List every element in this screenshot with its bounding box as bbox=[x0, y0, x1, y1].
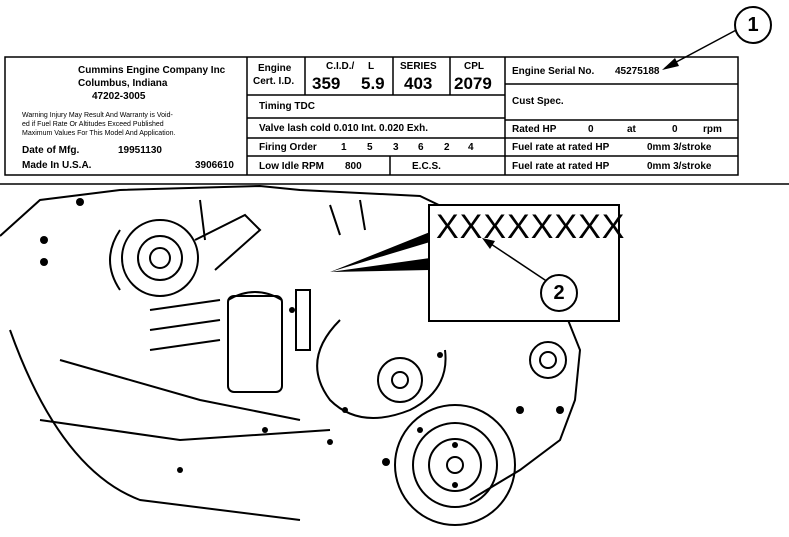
date-label: Date of Mfg. bbox=[22, 145, 80, 156]
warning-line-3: Maximum Values For This Model And Applic… bbox=[22, 130, 176, 137]
cpl-label: CPL bbox=[464, 61, 484, 72]
cert-id-label: Cert. I.D. bbox=[253, 76, 295, 87]
engine-label: Engine bbox=[258, 63, 292, 74]
company-name: Cummins Engine Company Inc bbox=[78, 65, 226, 76]
firing-order-3: 3 bbox=[393, 142, 399, 153]
made-label: Made In U.S.A. bbox=[22, 160, 92, 171]
firing-order-label: Firing Order bbox=[259, 142, 317, 153]
engine-dataplate bbox=[4, 56, 739, 176]
rated-hp-label: Rated HP bbox=[512, 124, 557, 135]
callout-2: 2 bbox=[540, 274, 578, 312]
low-idle-label: Low Idle RPM bbox=[259, 161, 324, 172]
ecs-label: E.C.S. bbox=[412, 161, 441, 172]
firing-order-2: 5 bbox=[367, 142, 373, 153]
rpm-value: 0 bbox=[672, 124, 678, 135]
firing-order-6: 4 bbox=[468, 142, 474, 153]
warning-line-1: Warning Injury May Result And Warranty i… bbox=[22, 112, 173, 119]
firing-order-5: 2 bbox=[444, 142, 450, 153]
serial-stamp-zoom-box bbox=[428, 204, 620, 322]
company-city: Columbus, Indiana bbox=[78, 78, 168, 89]
low-idle-value: 800 bbox=[345, 161, 362, 172]
series-label: SERIES bbox=[400, 61, 437, 72]
fuel-rate-value-2: 0mm 3/stroke bbox=[647, 161, 712, 172]
fuel-rate-value-1: 0mm 3/stroke bbox=[647, 142, 712, 153]
cid-label: C.I.D./ bbox=[326, 61, 355, 72]
callout-1: 1 bbox=[734, 6, 772, 44]
cid-value: 359 bbox=[312, 74, 341, 93]
made-value: 3906610 bbox=[195, 160, 234, 171]
cust-spec-label: Cust Spec. bbox=[512, 96, 564, 107]
l-value: 5.9 bbox=[361, 74, 385, 93]
l-label: L bbox=[368, 61, 375, 72]
serial-label: Engine Serial No. bbox=[512, 66, 595, 77]
valve-lash-text: Valve lash cold 0.010 Int. 0.020 Exh. bbox=[259, 123, 428, 134]
firing-order-4: 6 bbox=[418, 142, 424, 153]
timing-text: Timing TDC bbox=[259, 101, 315, 112]
firing-order-1: 1 bbox=[341, 142, 347, 153]
cpl-value: 2079 bbox=[454, 74, 492, 93]
rated-hp-value: 0 bbox=[588, 124, 594, 135]
warning-line-2: ed if Fuel Rate Or Altitudes Exceed Publ… bbox=[22, 121, 164, 128]
serial-stamp-text: XXXXXXXX bbox=[436, 208, 626, 246]
company-zip: 47202-3005 bbox=[92, 91, 146, 102]
serial-value: 45275188 bbox=[615, 66, 660, 77]
fuel-rate-label-2: Fuel rate at rated HP bbox=[512, 161, 610, 172]
rpm-label: rpm bbox=[703, 124, 722, 135]
at-label: at bbox=[627, 124, 636, 135]
fuel-rate-label-1: Fuel rate at rated HP bbox=[512, 142, 610, 153]
series-value: 403 bbox=[404, 74, 433, 93]
date-value: 19951130 bbox=[118, 145, 162, 156]
